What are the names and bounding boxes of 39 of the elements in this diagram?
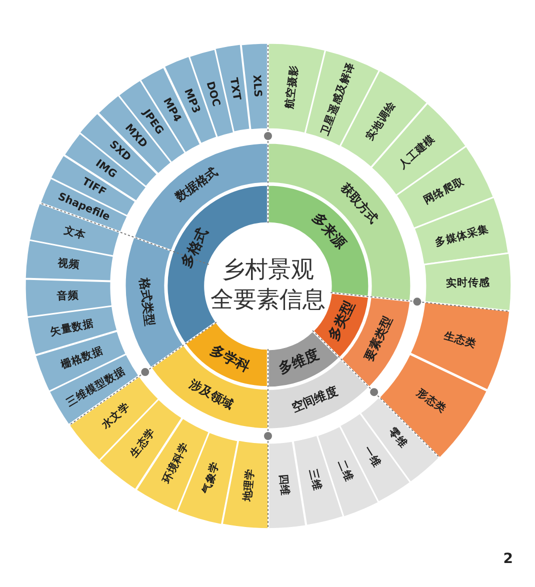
center-title: 全要素信息 <box>210 286 326 315</box>
segment-label: 气象学 <box>200 460 222 496</box>
segment-label: 一维 <box>362 444 384 470</box>
segment-label: 二维 <box>334 458 354 484</box>
center-title: 乡村景观 <box>222 256 314 286</box>
segment-label: 形态类 <box>414 386 448 416</box>
segment-label: 空间维度 <box>290 384 340 416</box>
segment-label: TIFF <box>80 176 108 199</box>
page-number: 2 <box>503 551 513 567</box>
segment-label: MP3 <box>182 86 203 115</box>
segment-label: 格式类型 <box>136 277 156 327</box>
segment-label: 卫星遥感及解译 <box>319 60 358 137</box>
segment-label: 要素类型 <box>362 314 396 364</box>
segment-label: 音频 <box>56 290 80 303</box>
segment-label: 矢量数据 <box>50 317 96 338</box>
segment-label: 航空摄影 <box>283 64 300 110</box>
segment-label: 多学科 <box>208 342 252 376</box>
segment-label: 涉及领域 <box>186 378 236 412</box>
segment-label: 数据格式 <box>174 166 222 205</box>
segment-label: 零维 <box>386 426 410 450</box>
segment-label: XLS <box>250 74 264 98</box>
segment-label: 四维 <box>276 474 291 497</box>
segment-label: 人工建模 <box>396 132 437 172</box>
segment-label: TXT <box>227 76 243 101</box>
segment-label: DOC <box>204 80 222 108</box>
segment-label: 实时传感 <box>446 276 490 290</box>
segment-label: 实地调绘 <box>363 99 398 142</box>
segment-label: 地理学 <box>241 468 256 502</box>
segment-label: 环境科学 <box>160 441 192 486</box>
segment-label: 文本 <box>62 224 88 242</box>
segment-label: 多类型 <box>326 298 358 344</box>
segment-label: 网络爬取 <box>422 175 466 207</box>
segment-label: 视频 <box>58 257 81 272</box>
segment-label: 多格式 <box>178 226 212 270</box>
segment-label: 栅格数据 <box>58 344 104 372</box>
segment-label: 生态类 <box>442 330 478 351</box>
segment-label: 多维度 <box>276 346 322 378</box>
segment-label: 多媒体采集 <box>433 222 490 248</box>
segment-label: 三维 <box>306 468 324 493</box>
